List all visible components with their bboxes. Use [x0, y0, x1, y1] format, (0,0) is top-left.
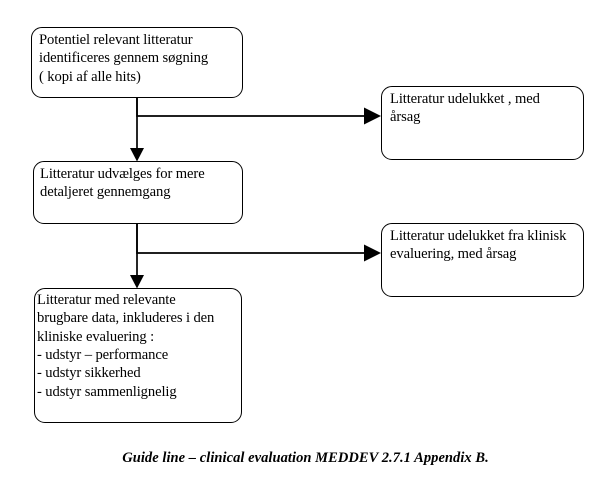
- node-potential-relevant-literature: [31, 27, 243, 98]
- arrowhead-right-1: [364, 107, 381, 125]
- node-literature-excluded-from-clinical-evaluation: [381, 223, 584, 297]
- node-literature-selected-for-review: [33, 161, 243, 224]
- connector-search-to-excluded-1: [136, 98, 381, 125]
- node-literature-excluded-with-reason-label: Litteratur udelukket , med årsag: [390, 91, 540, 126]
- connector-select-to-excluded-2: [136, 224, 381, 262]
- figure-caption: Guide line – clinical evaluation MEDDEV …: [122, 450, 489, 466]
- arrowhead-down-1: [130, 148, 144, 162]
- arrowhead-right-2: [364, 244, 381, 262]
- node-literature-selected-for-review-label: Litteratur udvælges for mere detaljeret …: [40, 166, 205, 201]
- arrowhead-down-2: [130, 275, 144, 289]
- node-literature-included-in-clinical-evaluation-label: Litteratur med relevante brugbare data, …: [37, 292, 215, 400]
- node-potential-relevant-literature-label: Potentiel relevant litteratur identifice…: [39, 32, 209, 85]
- node-literature-excluded-with-reason: [381, 86, 584, 160]
- connector-search-to-select: [130, 98, 144, 162]
- connector-select-to-included: [130, 224, 144, 289]
- node-literature-included-in-clinical-evaluation: [34, 288, 242, 423]
- node-literature-excluded-from-clinical-evaluation-label: Litteratur udelukket fra klinisk evaluer…: [390, 228, 567, 263]
